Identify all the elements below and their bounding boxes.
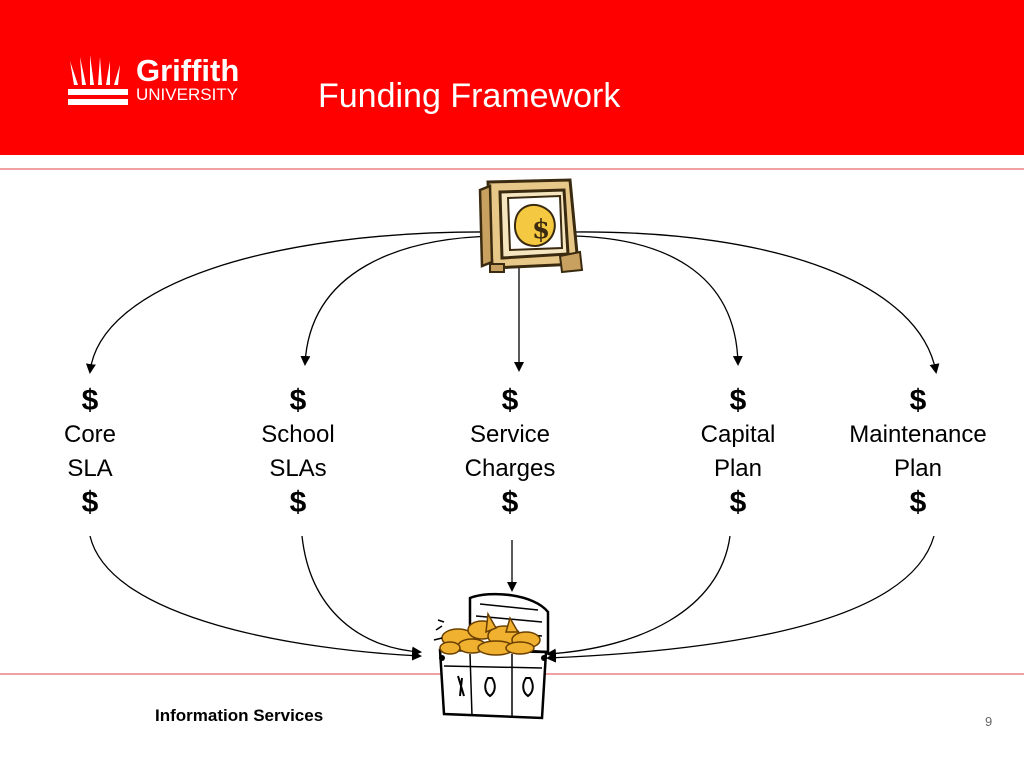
logo-wordmark: Griffith: [136, 53, 240, 88]
node-school-slas: $ School SLAs $: [208, 384, 388, 520]
griffith-logo-mark-icon: [68, 55, 128, 105]
node-top-dollar: $: [729, 384, 747, 417]
node-core-sla: $ Core SLA $: [0, 384, 180, 520]
footer-department: Information Services: [155, 706, 324, 725]
money-safe-icon: $: [478, 178, 584, 274]
node-top-dollar: $: [501, 384, 519, 417]
node-label-line1: School: [261, 421, 335, 448]
arrow-source-to-capital-plan: [571, 235, 743, 366]
arrow-source-to-school-slas: [300, 235, 496, 366]
arrow-core-sla-to-chest: [89, 535, 422, 661]
treasure-chest-icon: [433, 592, 550, 720]
node-label-line2: Charges: [464, 455, 556, 482]
node-top-dollar: $: [289, 384, 307, 417]
griffith-logo: Griffith UNIVERSITY: [66, 55, 271, 109]
node-label-line1: Maintenance: [849, 421, 987, 448]
top-divider: [0, 168, 1024, 170]
node-label-line1: Core: [63, 421, 117, 448]
node-label-line1: Service: [469, 421, 551, 448]
svg-text:$: $: [532, 215, 550, 245]
node-label-line2: Plan: [713, 455, 763, 482]
arrow-maintenance-plan-to-chest: [546, 535, 935, 663]
arrow-source-to-maintenance-plan: [571, 231, 940, 374]
arrow-capital-plan-to-chest: [546, 535, 731, 659]
slide-header: [0, 0, 1024, 155]
logo-subtitle: UNIVERSITY: [136, 85, 239, 104]
node-bottom-dollar: $: [729, 486, 747, 519]
node-maintenance-plan: $ Maintenance Plan $: [828, 384, 1008, 520]
node-label-line2: SLA: [67, 455, 113, 482]
arrow-source-to-core-sla: [85, 231, 496, 374]
arrow-school-slas-to-chest: [301, 535, 422, 657]
node-service-charges: $ Service Charges $: [420, 384, 600, 520]
node-capital-plan: $ Capital Plan $: [648, 384, 828, 520]
node-label-line1: Capital: [700, 421, 776, 448]
node-label-line2: SLAs: [269, 455, 327, 482]
node-bottom-dollar: $: [81, 486, 99, 519]
node-top-dollar: $: [909, 384, 927, 417]
node-top-dollar: $: [81, 384, 99, 417]
node-bottom-dollar: $: [909, 486, 927, 519]
node-bottom-dollar: $: [289, 486, 307, 519]
node-bottom-dollar: $: [501, 486, 519, 519]
node-label-line2: Plan: [893, 455, 943, 482]
slide-title: Funding Framework: [318, 77, 621, 115]
page-number: 9: [985, 714, 993, 729]
